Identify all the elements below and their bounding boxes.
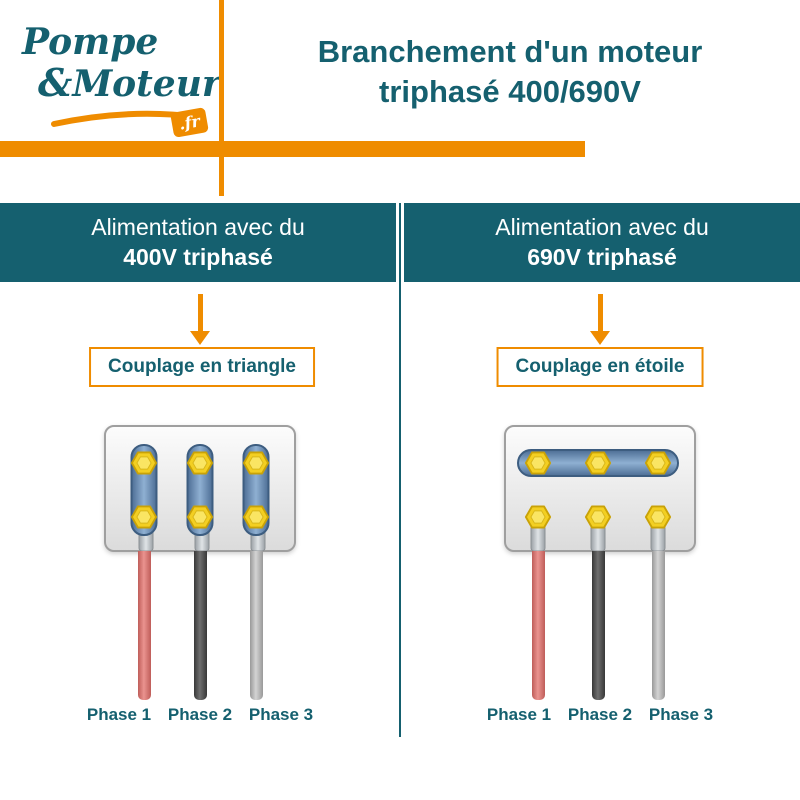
phase-label: Phase 2 <box>567 705 633 724</box>
down-arrow-icon <box>188 294 212 345</box>
coupling-label-triangle: Couplage en triangle <box>89 347 315 387</box>
phase-label: Phase 3 <box>648 705 714 724</box>
terminal-block-triangle <box>104 425 296 552</box>
terminal-block-star <box>504 425 696 552</box>
logo-text-row2: &Moteur <box>38 64 221 103</box>
coupling-label-star: Couplage en étoile <box>496 347 704 387</box>
phase-label: Phase 3 <box>248 705 314 724</box>
page-title-line1: Branchement d'un moteur <box>317 34 703 69</box>
coupling-label-star-text: Couplage en étoile <box>515 356 685 377</box>
down-arrow-icon <box>588 294 612 345</box>
wire-phase-2 <box>194 551 207 700</box>
wire-phase-2 <box>592 551 605 700</box>
page-title: Branchement d'un moteur triphasé 400/690… <box>228 32 792 113</box>
phase-label: Phase 2 <box>167 705 233 724</box>
column-divider <box>399 203 401 737</box>
arrow-head <box>190 331 210 345</box>
wire-phase-1 <box>138 551 151 700</box>
arrow-shaft <box>197 294 203 331</box>
supply-header-690v-line1: Alimentation avec du <box>495 214 709 240</box>
logo-text-moteur: Moteur <box>72 63 221 105</box>
header-vertical-divider <box>219 0 224 196</box>
coupling-label-triangle-text: Couplage en triangle <box>108 356 296 377</box>
wire-phase-1 <box>532 551 545 700</box>
arrow-head <box>590 331 610 345</box>
supply-header-400v-line2: 400V triphasé <box>123 244 273 270</box>
wire-phase-3 <box>250 551 263 700</box>
logo-fr-badge: .fr <box>170 107 209 138</box>
logo: Pompe &Moteur .fr <box>22 21 221 139</box>
supply-header-690v-line2: 690V triphasé <box>527 244 677 270</box>
wire-phase-3 <box>652 551 665 700</box>
page-title-line2: triphasé 400/690V <box>379 74 641 110</box>
supply-header-400v: Alimentation avec du 400V triphasé <box>0 203 396 282</box>
header-underline-bar <box>0 141 585 157</box>
arrow-shaft <box>597 294 603 331</box>
supply-header-690v: Alimentation avec du 690V triphasé <box>404 203 800 282</box>
logo-text-pompe: Pompe <box>22 21 159 63</box>
phase-label: Phase 1 <box>86 705 152 724</box>
phase-label: Phase 1 <box>486 705 552 724</box>
supply-header-400v-line1: Alimentation avec du <box>91 214 305 240</box>
logo-ampersand: & <box>38 60 73 105</box>
